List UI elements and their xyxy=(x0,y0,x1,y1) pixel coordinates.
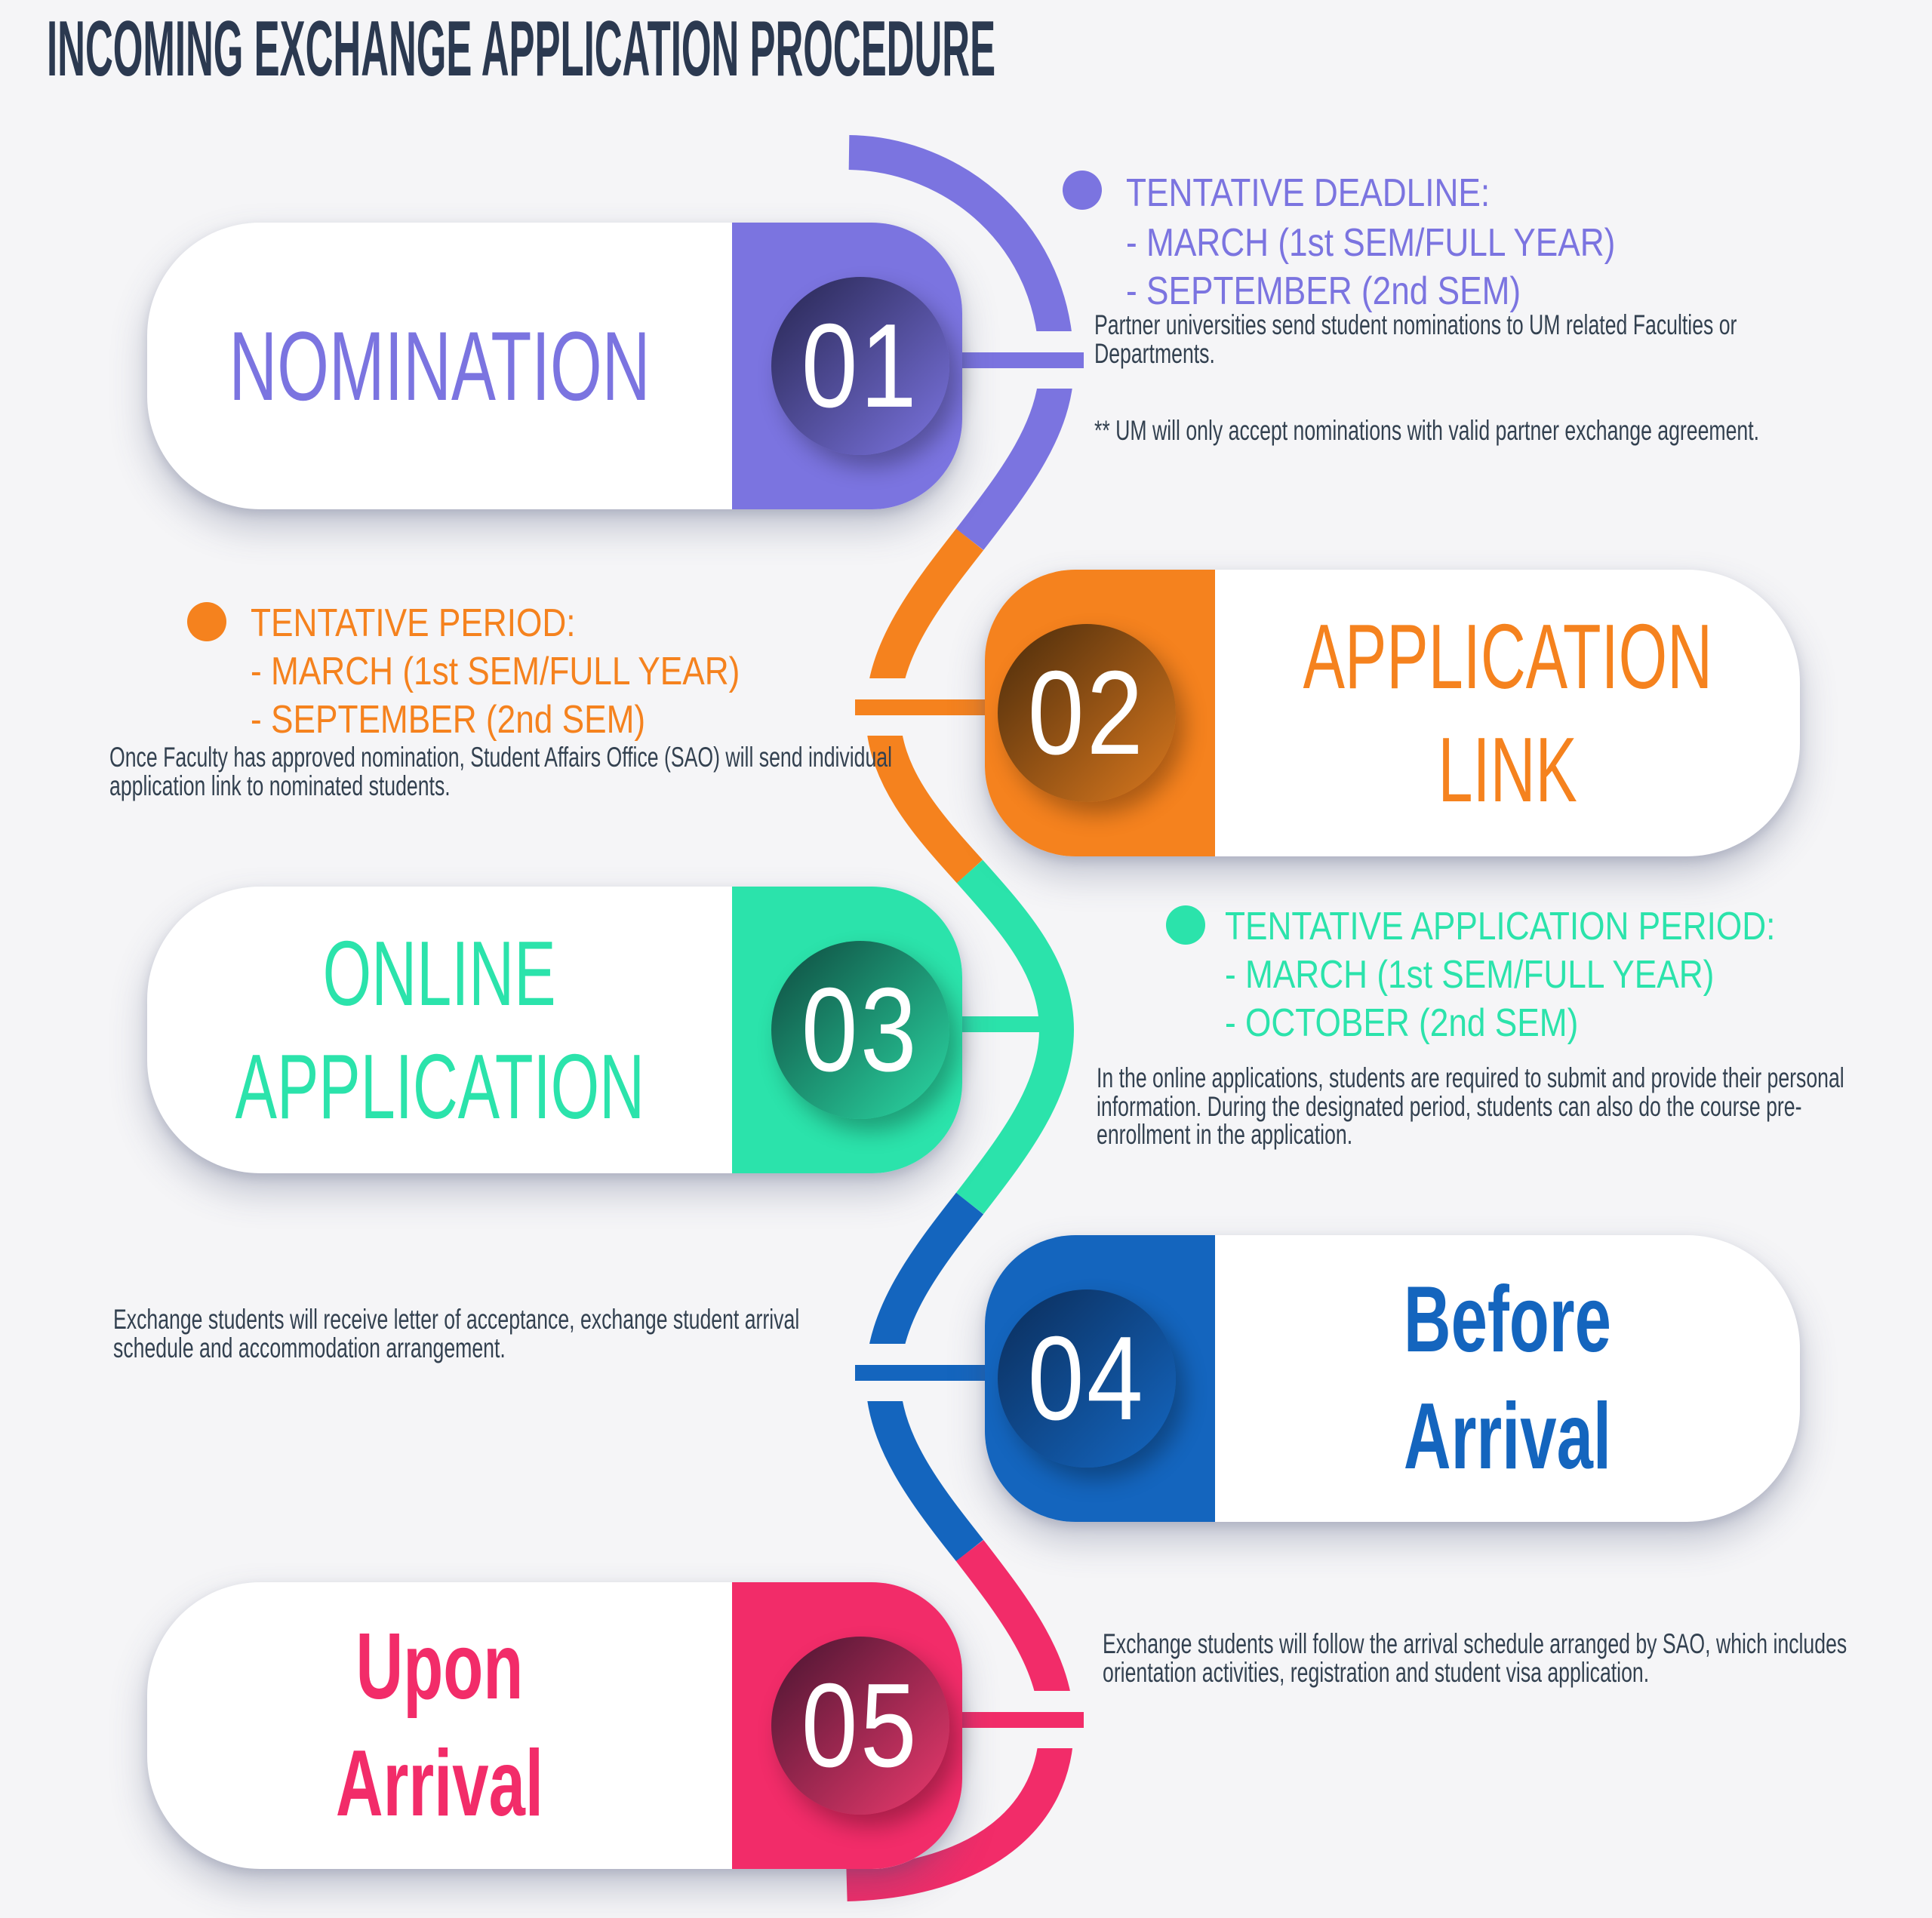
step-2-period-list: - MARCH (1st SEM/FULL YEAR) - SEPTEMBER … xyxy=(251,647,740,744)
step-2-card: 02 APPLICATION LINK xyxy=(985,570,1800,856)
step-1-deadline-list: - MARCH (1st SEM/FULL YEAR) - SEPTEMBER … xyxy=(1126,219,1615,315)
step-5-card: 05 Upon Arrival xyxy=(147,1582,962,1869)
step-3-period-list: - MARCH (1st SEM/FULL YEAR) - OCTOBER (2… xyxy=(1225,951,1714,1047)
step-1-note: ** UM will only accept nominations with … xyxy=(1094,415,1760,446)
step-4-number-circle: 04 xyxy=(998,1289,1176,1468)
step-3-title-line2: APPLICATION xyxy=(235,1035,645,1138)
step-1-heading: TENTATIVE DEADLINE: xyxy=(1126,171,1491,215)
step-3-card: 03 ONLINE APPLICATION xyxy=(147,887,962,1173)
step-1-card: 01 NOMINATION xyxy=(147,223,962,509)
step-3-number: 03 xyxy=(801,963,920,1096)
step-2-title-line1: APPLICATION xyxy=(1303,605,1712,708)
step-1-title: NOMINATION xyxy=(229,311,651,421)
step-1-tick xyxy=(948,352,1084,368)
step-5-number-circle: 05 xyxy=(771,1637,949,1815)
step-5-paragraph: Exchange students will follow the arriva… xyxy=(1103,1628,1847,1688)
step-1-bullet-dot xyxy=(1063,171,1102,210)
step-1-list-item: - MARCH (1st SEM/FULL YEAR) xyxy=(1126,221,1616,265)
step-1-list-item: - SEPTEMBER (2nd SEM) xyxy=(1126,269,1521,313)
step-4-paragraph: Exchange students will receive letter of… xyxy=(113,1304,800,1363)
step-3-title-line1: ONLINE xyxy=(323,922,556,1025)
step-2-bullet-dot xyxy=(187,602,226,641)
step-3-list-item: - OCTOBER (2nd SEM) xyxy=(1225,1001,1579,1045)
serpentine-segment-3 xyxy=(955,859,1075,1215)
step-2-number-circle: 02 xyxy=(998,624,1176,802)
step-2-number: 02 xyxy=(1027,646,1146,779)
step-2-paragraph: Once Faculty has approved nomination, St… xyxy=(109,742,893,801)
step-2-list-item: - MARCH (1st SEM/FULL YEAR) xyxy=(251,650,740,693)
step-2-title-line2: LINK xyxy=(1438,718,1577,821)
page-title: INCOMING EXCHANGE APPLICATION PROCEDURE xyxy=(47,5,996,93)
step-3-tick xyxy=(949,1016,1062,1032)
step-2-tick xyxy=(855,699,999,715)
step-4-title-line1: Before xyxy=(1404,1268,1611,1372)
step-1-number-circle: 01 xyxy=(771,277,949,455)
step-3-paragraph: In the online applications, students are… xyxy=(1097,1062,1844,1150)
step-4-card: 04 Before Arrival xyxy=(985,1235,1800,1522)
step-4-number: 04 xyxy=(1027,1311,1146,1445)
step-1-number: 01 xyxy=(801,299,920,432)
step-5-title-line2: Arrival xyxy=(335,1732,544,1836)
step-2-heading: TENTATIVE PERIOD: xyxy=(251,601,576,645)
step-3-number-circle: 03 xyxy=(771,941,949,1119)
step-2-list-item: - SEPTEMBER (2nd SEM) xyxy=(251,698,646,742)
step-4-tick xyxy=(855,1365,999,1381)
step-3-heading: TENTATIVE APPLICATION PERIOD: xyxy=(1225,905,1776,948)
step-3-bullet-dot xyxy=(1166,905,1205,945)
step-3-list-item: - MARCH (1st SEM/FULL YEAR) xyxy=(1225,953,1715,997)
step-1-paragraph: Partner universities send student nomina… xyxy=(1094,309,1737,369)
step-5-number: 05 xyxy=(801,1658,920,1792)
step-5-tick xyxy=(948,1712,1084,1728)
step-4-title-line2: Arrival xyxy=(1403,1385,1612,1489)
step-5-title-line1: Upon xyxy=(355,1615,524,1719)
